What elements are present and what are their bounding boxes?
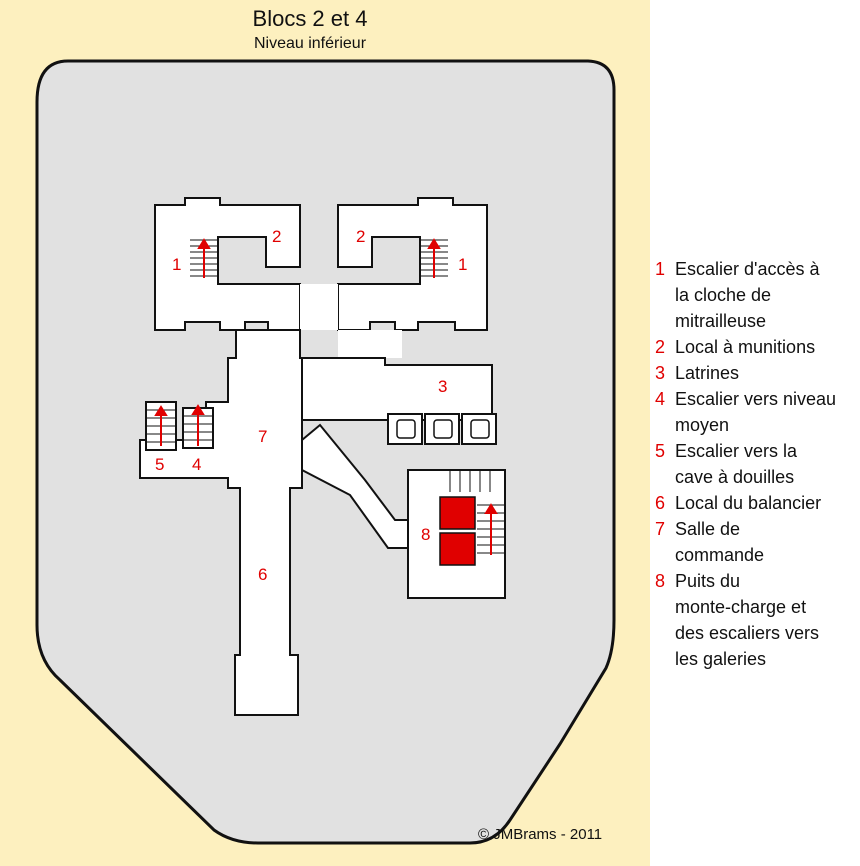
room-label: 2: [272, 227, 281, 246]
legend-text: Escalier vers la cave à douilles: [675, 438, 855, 490]
legend-item: 3 Latrines: [655, 360, 855, 386]
room-label: 2: [356, 227, 365, 246]
diagram-title: Blocs 2 et 4: [252, 6, 368, 31]
legend-number: 6: [655, 493, 666, 513]
legend-line: commande: [675, 545, 765, 565]
stair-arrows: [154, 238, 498, 555]
legend-item: 4 Escalier vers niveau moyen: [655, 386, 855, 438]
legend-number: 5: [655, 441, 666, 461]
toilet-icon: [470, 419, 490, 439]
legend-line: Escalier vers niveau: [675, 389, 837, 409]
room-label: 1: [172, 255, 181, 274]
legend-number: 3: [655, 363, 666, 383]
floor-plan: 1 2 2 1 3 7 5 4 8 6: [35, 59, 616, 845]
room-labels: 1 2 2 1 3 7 5 4 8 6: [155, 227, 467, 584]
latrines-room: [301, 357, 493, 421]
latrine-cubicle: [387, 413, 423, 445]
legend-item: 7 Salle de commande: [655, 516, 855, 568]
legend-text: Local du balancier: [675, 490, 855, 516]
arrow-head-icon: [484, 503, 498, 514]
lift-shaft-lower: [439, 532, 476, 566]
arrow-head-icon: [191, 404, 205, 415]
legend-number: 4: [655, 389, 666, 409]
legend-item: 2 Local à munitions: [655, 334, 855, 360]
legend-line: Local du balancier: [675, 493, 822, 513]
legend-text: Salle de commande: [675, 516, 855, 568]
legend-line: Salle de: [675, 519, 741, 539]
copyright: © JMBrams - 2011: [478, 826, 603, 843]
rooms: [139, 197, 506, 716]
legend-line: Escalier vers la: [675, 441, 798, 461]
latrine-cubicle: [461, 413, 497, 445]
legend-line: cave à douilles: [675, 467, 795, 487]
legend-text: Latrines: [675, 360, 855, 386]
legend-item: 5 Escalier vers la cave à douilles: [655, 438, 855, 490]
room-label: 4: [192, 455, 201, 474]
arrow-head-icon: [154, 405, 168, 416]
latrine-corridor: [302, 330, 402, 358]
legend-panel: [650, 0, 860, 866]
room-label: 3: [438, 377, 447, 396]
legend: 1 Escalier d'accès à la cloche de mitrai…: [655, 256, 855, 672]
toilet-icon: [433, 419, 453, 439]
legend-number: 8: [655, 571, 666, 591]
diagram-subtitle: Niveau inférieur: [253, 35, 367, 52]
lift-shaft-upper: [439, 496, 476, 530]
legend-line: Local à munitions: [675, 337, 816, 357]
room-label: 5: [155, 455, 164, 474]
legend-text: Escalier d'accès à la cloche de mitraill…: [675, 256, 855, 334]
legend-number: 1: [655, 259, 666, 279]
legend-line: monte-charge et: [675, 597, 807, 617]
arrow-head-icon: [197, 238, 211, 249]
arrow-head-icon: [427, 238, 441, 249]
room-label: 8: [421, 525, 430, 544]
toilet-icon: [396, 419, 416, 439]
legend-text: Puits du monte-charge et des escaliers v…: [675, 568, 855, 672]
legend-line: les galeries: [675, 649, 767, 669]
room-label: 7: [258, 427, 267, 446]
legend-line: moyen: [675, 415, 730, 435]
latrine-cubicle: [424, 413, 460, 445]
legend-text: Local à munitions: [675, 334, 855, 360]
legend-number: 2: [655, 337, 666, 357]
legend-line: Puits du: [675, 571, 741, 591]
room-label: 1: [458, 255, 467, 274]
corridor-junction: [300, 284, 338, 330]
legend-line: la cloche de: [675, 285, 772, 305]
legend-item: 1 Escalier d'accès à la cloche de mitrai…: [655, 256, 855, 334]
legend-item: 6 Local du balancier: [655, 490, 855, 516]
legend-number: 7: [655, 519, 666, 539]
legend-line: Latrines: [675, 363, 740, 383]
latrine-cubicles: [387, 413, 497, 445]
room-label: 6: [258, 565, 267, 584]
legend-item: 8 Puits du monte-charge et des escaliers…: [655, 568, 855, 672]
legend-text: Escalier vers niveau moyen: [675, 386, 855, 438]
legend-line: Escalier d'accès à: [675, 259, 820, 279]
legend-line: mitrailleuse: [675, 311, 767, 331]
legend-line: des escaliers vers: [675, 623, 820, 643]
